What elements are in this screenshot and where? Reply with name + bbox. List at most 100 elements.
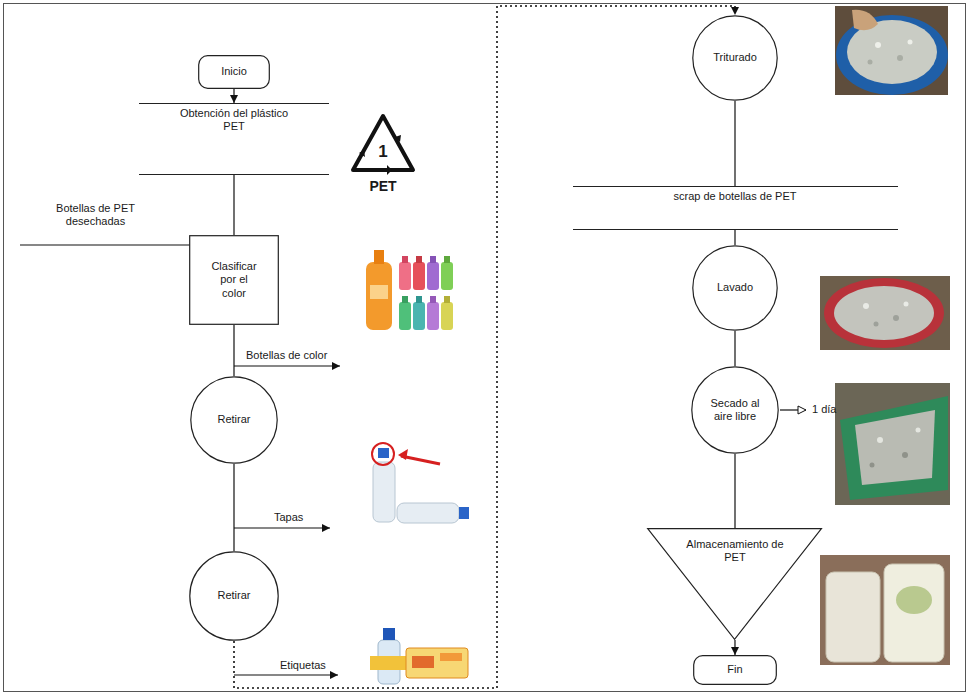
drying-photo-part bbox=[877, 437, 883, 443]
bottles-photo-part bbox=[366, 262, 392, 330]
labels-photo-part bbox=[383, 628, 395, 640]
labels-photo-part bbox=[412, 656, 434, 668]
bottles-photo-part bbox=[402, 296, 408, 303]
drying-photo-part bbox=[835, 383, 950, 505]
shredding-photo-part bbox=[835, 6, 948, 95]
node-text: Inicio bbox=[221, 65, 247, 78]
storage-triangle: Almacenamiento de PET bbox=[647, 528, 822, 640]
delay-arrow-part bbox=[780, 409, 806, 410]
flow-connector bbox=[734, 230, 735, 245]
node-text-group: Retirar bbox=[217, 413, 250, 426]
bottles-photo-part bbox=[370, 285, 388, 299]
washing-photo bbox=[820, 276, 950, 350]
symbol-number: 1 bbox=[378, 142, 387, 162]
output-arrow-part bbox=[234, 365, 340, 366]
flow-connector bbox=[233, 464, 234, 551]
drying-photo-part bbox=[840, 396, 948, 500]
circle-outline bbox=[692, 367, 778, 453]
washing-photo-part bbox=[874, 322, 879, 327]
output-arrow-part bbox=[234, 527, 330, 528]
caps-photo-part bbox=[373, 462, 395, 522]
bottles-photo-part bbox=[402, 256, 408, 263]
bottles-photo-part bbox=[416, 256, 422, 263]
caps-photo-part bbox=[459, 507, 469, 519]
circle-outline bbox=[190, 552, 278, 640]
bottles-photo-part bbox=[413, 262, 425, 290]
operation-circle: Triturado bbox=[692, 15, 778, 101]
shredding-photo-part bbox=[836, 15, 948, 95]
operation-circle: Retirar bbox=[189, 551, 279, 641]
drying-photo-part bbox=[902, 452, 908, 458]
output-arrow-part bbox=[234, 674, 338, 675]
terminal-box: Inicio bbox=[198, 55, 270, 89]
shredding-photo bbox=[835, 6, 948, 95]
caps-photo-part bbox=[372, 443, 394, 465]
node-text-group: Triturado bbox=[713, 51, 757, 64]
shredding-photo-part bbox=[908, 40, 913, 45]
bottles-photo-part bbox=[441, 262, 453, 290]
operation-circle: Lavado bbox=[692, 245, 778, 331]
material-bar: scrap de botellas de PET bbox=[573, 186, 898, 230]
node-text-group: Obtención del plástico PET bbox=[174, 107, 294, 133]
node-text: Fin bbox=[727, 663, 742, 676]
shredding-photo-part bbox=[875, 42, 881, 48]
bottles-photo-part bbox=[430, 256, 436, 263]
shredding-photo-part bbox=[868, 60, 873, 65]
delay-arrow bbox=[780, 409, 806, 410]
storage-photo-part bbox=[896, 586, 932, 614]
node-text: Almacenamiento de PET bbox=[685, 538, 785, 564]
caps-photo-part bbox=[398, 449, 408, 460]
node-text-group: Lavado bbox=[717, 281, 753, 294]
flow-connector bbox=[734, 640, 735, 655]
rounded-outline bbox=[199, 56, 270, 89]
recycle-symbol-part bbox=[387, 165, 392, 175]
node-text: Triturado bbox=[713, 51, 757, 64]
washing-photo-part bbox=[824, 278, 944, 348]
node-text-group: Secado al aire libre bbox=[703, 397, 767, 423]
bottles-photo-part bbox=[427, 262, 439, 290]
rounded-outline bbox=[694, 656, 777, 685]
drying-photo-part bbox=[870, 463, 875, 468]
node-text: Clasificar por el color bbox=[208, 260, 260, 300]
storage-photo bbox=[820, 555, 950, 665]
storage-photo-part bbox=[884, 564, 944, 662]
output-label: Etiquetas bbox=[280, 659, 326, 672]
caps-photo-part bbox=[401, 456, 440, 464]
bottles-photo bbox=[366, 250, 453, 330]
node-text-group: Fin bbox=[727, 663, 742, 676]
operation-circle: Secado al aire libre bbox=[691, 366, 779, 454]
recycle-symbol bbox=[353, 116, 413, 175]
frame-part bbox=[4, 4, 966, 692]
node-text-group: Clasificar por el color bbox=[208, 260, 260, 300]
node-text-group: Retirar bbox=[217, 589, 250, 602]
flow-connector bbox=[734, 101, 735, 186]
flow-connector bbox=[734, 331, 735, 366]
recycle-symbol-part bbox=[353, 116, 413, 170]
caps-photo-part bbox=[397, 503, 459, 523]
recycle-symbol-part bbox=[395, 135, 401, 142]
washing-photo-part bbox=[820, 276, 950, 350]
symbol-text: PET bbox=[369, 178, 396, 195]
bottles-photo-part bbox=[374, 250, 384, 264]
flow-connector bbox=[233, 89, 234, 103]
storage-photo-part bbox=[826, 572, 880, 662]
labels-photo bbox=[370, 628, 468, 684]
shredding-photo-part bbox=[897, 55, 903, 61]
recycle-symbol-part bbox=[359, 150, 365, 157]
node-text: Retirar bbox=[217, 589, 250, 602]
drying-photo-part bbox=[916, 428, 921, 433]
flow-connector bbox=[233, 175, 234, 235]
circle-outline bbox=[693, 246, 777, 330]
bottles-photo-part bbox=[444, 256, 450, 263]
node-text-group: Almacenamiento de PET bbox=[685, 538, 785, 564]
output-label: Tapas bbox=[274, 511, 303, 524]
washing-photo-part bbox=[834, 286, 934, 340]
bottles-photo-part bbox=[430, 296, 436, 303]
labels-photo-part bbox=[440, 653, 462, 661]
node-text: scrap de botellas de PET bbox=[674, 190, 797, 203]
operation-circle: Retirar bbox=[190, 376, 278, 464]
